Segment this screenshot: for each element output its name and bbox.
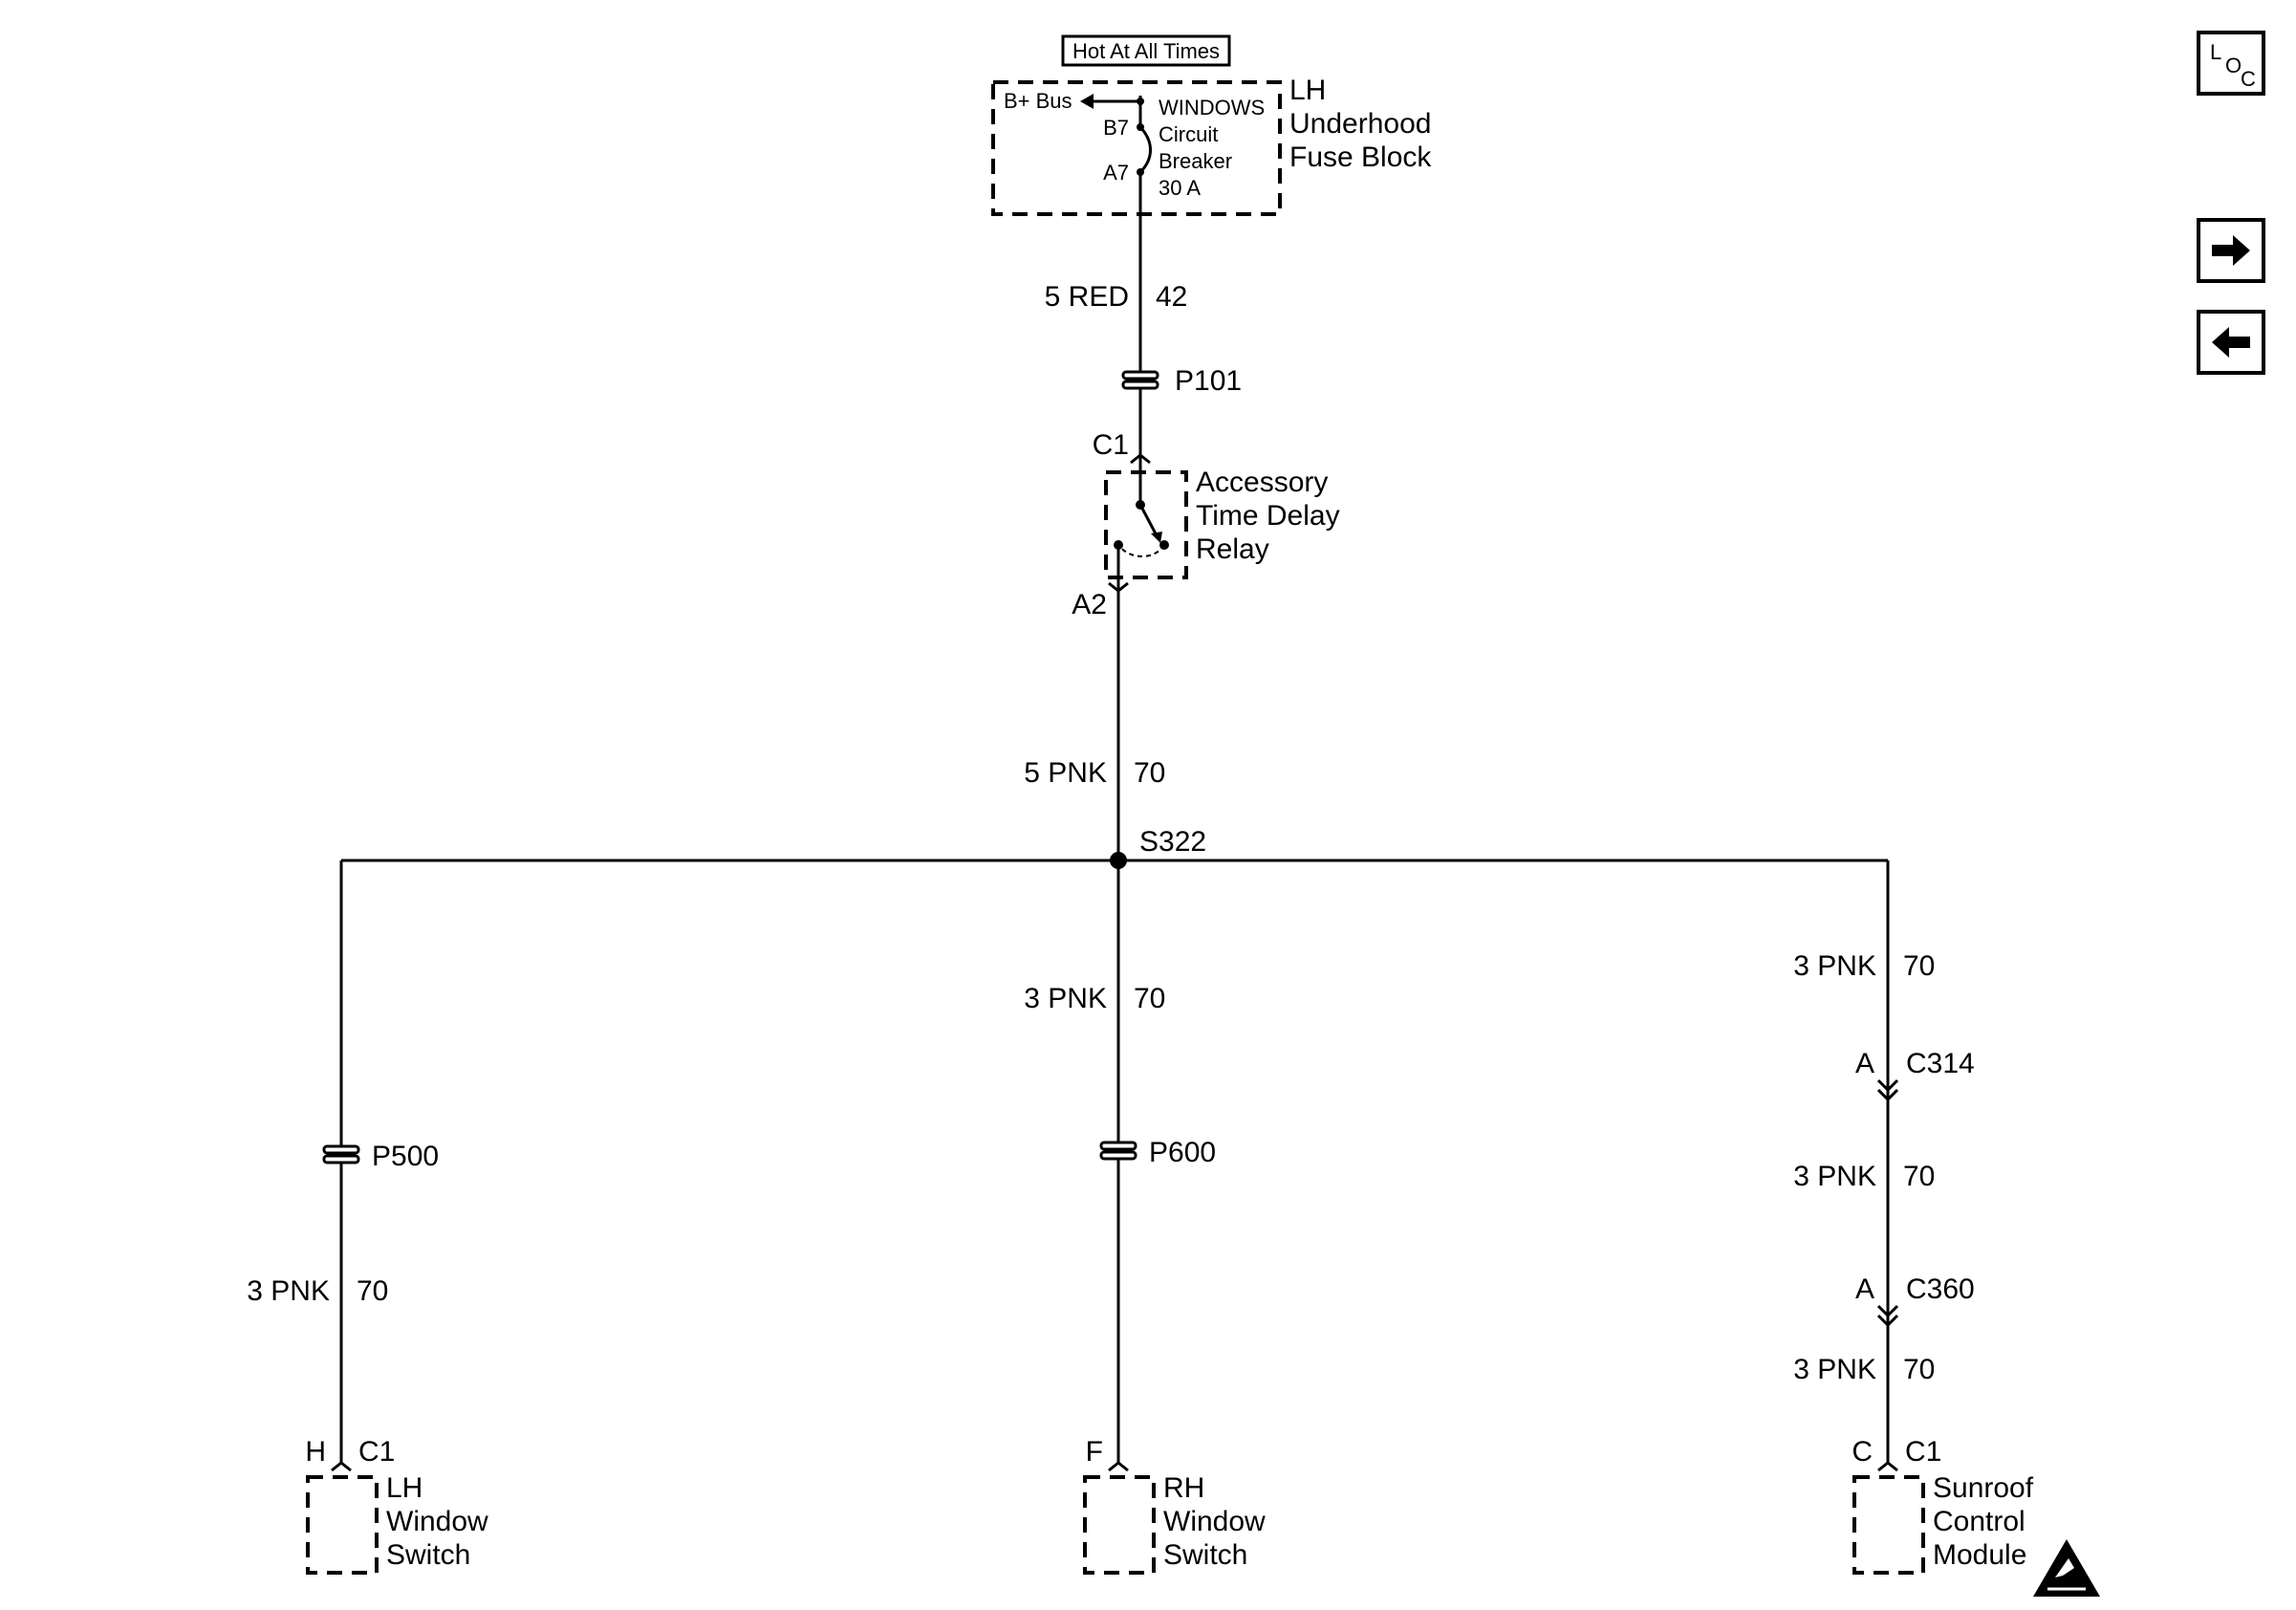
- relay-name-line-3: Relay: [1196, 533, 1269, 565]
- loc-letter-l: L: [2210, 40, 2222, 64]
- rh-window-switch: F RH Window Switch: [1083, 1436, 1266, 1575]
- right-arrow-icon: [2212, 235, 2250, 266]
- lh-switch-pin-label: H: [305, 1436, 326, 1468]
- wire-pnk-center-circuit-label: 70: [1134, 983, 1165, 1014]
- c314-connector-icon-lower: [1876, 1088, 1899, 1102]
- passthrough-p500: P500: [322, 1141, 439, 1172]
- c360-connector-icon-lower: [1876, 1314, 1899, 1328]
- connector-c360: A C360: [1855, 1273, 1975, 1328]
- previous-page-button[interactable]: [2197, 310, 2265, 375]
- c314-name-label: C314: [1906, 1048, 1975, 1079]
- location-button[interactable]: L O C: [2197, 31, 2265, 96]
- wire-pnk-right2-gauge-label: 3 PNK: [1793, 1161, 1876, 1192]
- fuse-block-label-line-3: Fuse Block: [1289, 141, 1432, 173]
- rh-switch-connector-icon: [1108, 1461, 1129, 1472]
- c314-pin-label: A: [1855, 1048, 1874, 1079]
- lh-switch-outline: [306, 1475, 379, 1575]
- breaker-label-line-1: WINDOWS: [1159, 96, 1265, 120]
- sunroof-connector-icon: [1877, 1461, 1898, 1472]
- lh-switch-name-line-2: Window: [386, 1506, 488, 1537]
- passthrough-p600: P600: [1099, 1137, 1216, 1168]
- lh-window-switch: H C1 LH Window Switch: [305, 1436, 488, 1575]
- relay-pin-a2-label: A2: [1072, 589, 1107, 620]
- hot-at-all-times-label: Hot At All Times: [1072, 39, 1220, 63]
- esd-warning-icon: [2033, 1539, 2100, 1597]
- pin-b7-label: B7: [1103, 116, 1129, 140]
- pin-a7-label: A7: [1103, 161, 1129, 185]
- relay-outline: [1104, 470, 1188, 579]
- relay-name-line-2: Time Delay: [1196, 500, 1340, 532]
- sunroof-name-line-1: Sunroof: [1933, 1472, 2034, 1504]
- passthrough-p101: P101: [1121, 365, 1242, 397]
- loc-letter-o: O: [2225, 54, 2242, 77]
- wire-pnk-right2-circuit-label: 70: [1903, 1161, 1935, 1192]
- sunroof-control-module: C C1 Sunroof Control Module: [1852, 1436, 2034, 1575]
- breaker-label-line-2: Circuit: [1159, 122, 1218, 146]
- rh-switch-pin-label: F: [1086, 1436, 1103, 1468]
- underhood-fuse-block: Hot At All Times B+ Bus B7 A7 WINDOWS Ci…: [991, 34, 1432, 216]
- p500-label: P500: [372, 1141, 439, 1172]
- fuse-block-label-line-1: LH: [1289, 75, 1326, 106]
- sunroof-outline: [1852, 1475, 1925, 1575]
- accessory-time-delay-relay: C1 A2 Accessory Time Delay Relay: [1072, 429, 1339, 620]
- sunroof-name-line-2: Control: [1933, 1506, 2025, 1537]
- c360-pin-label: A: [1855, 1273, 1874, 1305]
- breaker-label-line-4: 30 A: [1159, 176, 1201, 200]
- wire-pnk-left-circuit-label: 70: [357, 1275, 388, 1307]
- wire-pnk-main-gauge-label: 5 PNK: [1024, 757, 1107, 789]
- next-page-button[interactable]: [2197, 218, 2265, 283]
- rh-switch-outline: [1083, 1475, 1156, 1575]
- fuse-block-label-line-2: Underhood: [1289, 108, 1431, 140]
- circuit-breaker-symbol: [1138, 125, 1152, 174]
- lh-switch-connector-label: C1: [358, 1436, 395, 1468]
- connector-c314: A C314: [1855, 1048, 1975, 1102]
- sunroof-connector-label: C1: [1905, 1436, 1941, 1468]
- fuse-block-outline: [991, 80, 1282, 216]
- rh-switch-name-line-2: Window: [1163, 1506, 1266, 1537]
- c360-name-label: C360: [1906, 1273, 1975, 1305]
- wire-pnk-right3-circuit-label: 70: [1903, 1354, 1935, 1385]
- c314-connector-icon: [1876, 1078, 1899, 1093]
- hot-at-all-times-box: [1061, 34, 1231, 67]
- relay-coil-link: [1117, 544, 1165, 557]
- p101-label: P101: [1175, 365, 1242, 397]
- wire-pnk-left-gauge-label: 3 PNK: [247, 1275, 330, 1307]
- wire-red-gauge-label: 5 RED: [1045, 281, 1129, 313]
- wire-pnk-right3-gauge-label: 3 PNK: [1793, 1354, 1876, 1385]
- wire-pnk-main-circuit-label: 70: [1134, 757, 1165, 789]
- b-bus-arrow-icon: [1080, 94, 1094, 109]
- breaker-label-line-3: Breaker: [1159, 149, 1232, 173]
- relay-name-line-1: Accessory: [1196, 467, 1328, 498]
- wire-red-circuit-label: 42: [1156, 281, 1187, 313]
- rh-switch-name-line-3: Switch: [1163, 1539, 1247, 1571]
- lh-switch-connector-icon: [331, 1461, 352, 1472]
- loc-letter-c: C: [2241, 67, 2256, 91]
- p600-label: P600: [1149, 1137, 1216, 1168]
- wire-pnk-right1-circuit-label: 70: [1903, 950, 1935, 982]
- b-bus-label: B+ Bus: [1004, 89, 1072, 113]
- bus-junction-dot: [1137, 98, 1144, 105]
- wire-pnk-center-gauge-label: 3 PNK: [1024, 983, 1107, 1014]
- left-arrow-icon: [2212, 327, 2250, 358]
- sunroof-name-line-3: Module: [1933, 1539, 2026, 1571]
- splice-s322-label: S322: [1139, 826, 1206, 858]
- relay-switch-arrow-icon: [1151, 532, 1162, 543]
- relay-pin-c1-label: C1: [1093, 429, 1129, 461]
- sunroof-pin-label: C: [1852, 1436, 1873, 1468]
- lh-switch-name-line-3: Switch: [386, 1539, 470, 1571]
- wire-pnk-right1-gauge-label: 3 PNK: [1793, 950, 1876, 982]
- rh-switch-name-line-1: RH: [1163, 1472, 1204, 1504]
- c360-connector-icon: [1876, 1304, 1899, 1318]
- lh-switch-name-line-1: LH: [386, 1472, 422, 1504]
